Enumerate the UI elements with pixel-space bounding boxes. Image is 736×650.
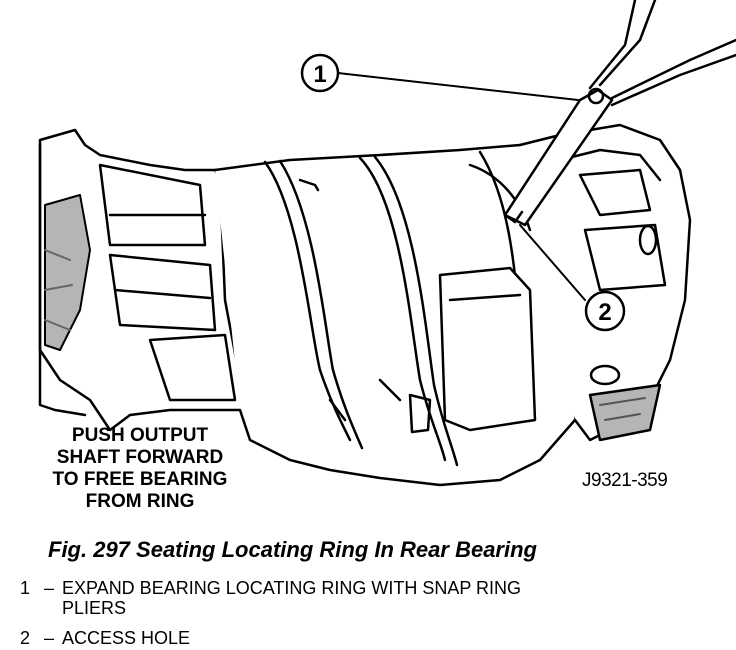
callout-1-leader [337, 72, 579, 101]
note-line: TO FREE BEARING [52, 469, 228, 490]
callout-1-number: 1 [313, 61, 326, 88]
figure-caption: Fig. 297 Seating Locating Ring In Rear B… [48, 537, 537, 562]
rear-housing [468, 123, 692, 442]
note-line: FROM RING [85, 491, 195, 512]
legend-text: ACCESS HOLE [62, 628, 191, 648]
callout-1-circle [300, 53, 340, 93]
callout-2-circle [584, 290, 626, 332]
legend-dash: – [43, 578, 54, 598]
figure-id: J9321-359 [582, 470, 668, 491]
legend-number: 2 [20, 628, 31, 648]
case-body [213, 143, 587, 487]
snap-ring-pliers [503, 0, 736, 227]
legend-number: 1 [20, 578, 31, 598]
front-flange [38, 128, 247, 432]
callout-2-leader [519, 224, 586, 301]
note-line: SHAFT FORWARD [56, 447, 224, 468]
legend-text: EXPAND BEARING LOCATING RING WITH SNAP R… [62, 578, 522, 598]
legend-item: 1–EXPAND BEARING LOCATING RING WITH SNAP… [20, 578, 521, 618]
note-line: PUSH OUTPUT [71, 425, 209, 446]
transmission-illustration: 1 2 [38, 0, 736, 487]
legend-dash: – [43, 628, 54, 648]
instruction-note: PUSH OUTPUT SHAFT FORWARD TO FREE BEARIN… [20, 425, 260, 513]
legend-item: 2–ACCESS HOLE [20, 628, 190, 648]
legend-text-continued: PLIERS [62, 598, 127, 618]
callout-2-number: 2 [598, 299, 611, 326]
